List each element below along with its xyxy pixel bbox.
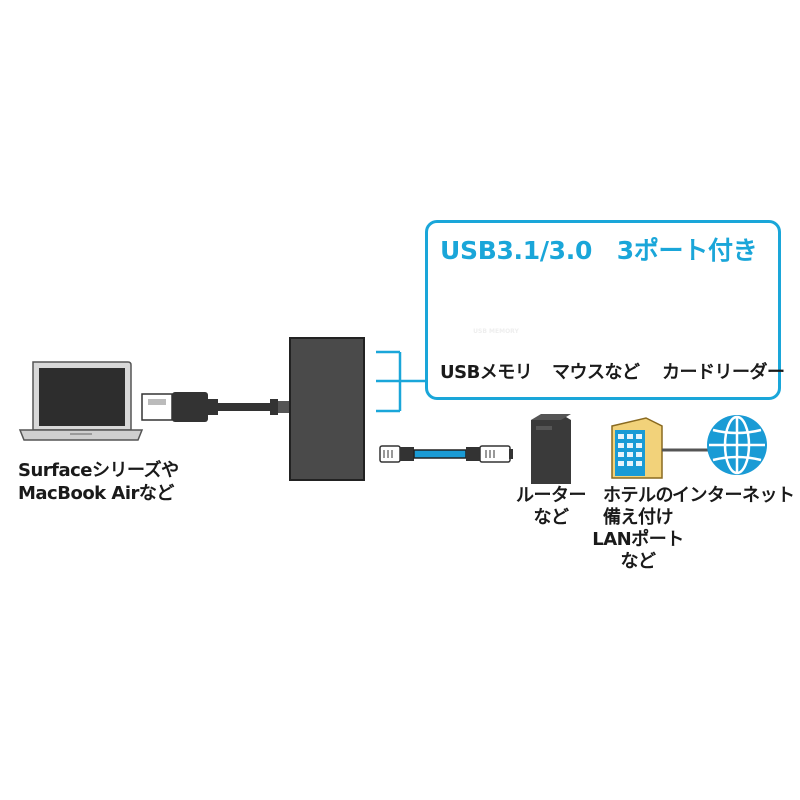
hotel-label-line4: など: [620, 551, 657, 572]
hotel-label-line2: 備え付け: [603, 507, 674, 528]
laptop-label-line1: Surfaceシリーズや: [18, 460, 179, 481]
hotel-label-line1: ホテルの: [603, 485, 674, 506]
hotel-label-line3: LANポート: [592, 529, 684, 550]
usb-stick-label: USB MEMORY: [473, 328, 519, 335]
router-label-line2: など: [533, 507, 570, 528]
building-icon: [611, 417, 663, 479]
usb-ports-panel: [425, 220, 781, 400]
hub-icon: [289, 337, 365, 481]
router-label-line1: ルーター: [516, 485, 587, 506]
laptop-label-line2: MacBook Airなど: [18, 483, 174, 504]
device-label-mouse: マウスなど: [552, 362, 640, 383]
router-icon: [531, 414, 571, 484]
internet-label: インターネット: [672, 485, 795, 506]
usb-panel-title: USB3.1/3.0 3ポート付き: [440, 236, 758, 265]
globe-icon: [707, 415, 767, 475]
device-label-card-reader: カードリーダー: [662, 362, 785, 383]
usb-port-lines: [376, 350, 426, 413]
usb-plug-icon: [141, 392, 290, 422]
laptop-icon: [18, 361, 144, 441]
device-label-usb-memory: USBメモリ: [440, 362, 533, 383]
lan-cable-icon: [379, 445, 513, 463]
